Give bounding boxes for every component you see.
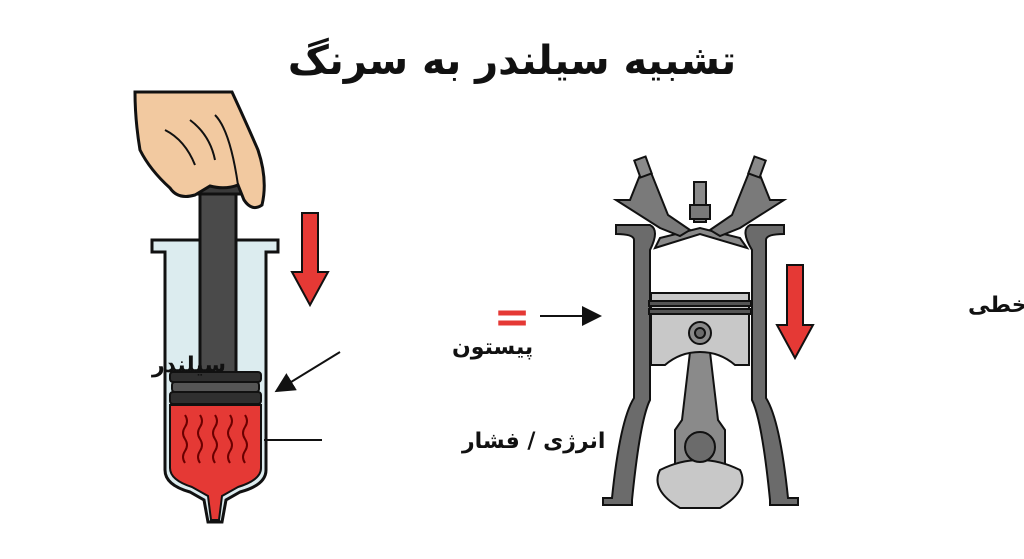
motion-arrow	[775, 264, 815, 361]
cylinder-wall-left	[602, 224, 656, 506]
linear-motion-label: حرکت خطی	[968, 293, 1024, 318]
cylinder-head	[653, 226, 750, 250]
cylinder-label: سیلندر	[151, 353, 226, 378]
title: تشبیه سیلندر به سرنگ	[288, 37, 736, 84]
syringe	[133, 90, 280, 524]
spark-plug-body	[689, 204, 711, 220]
engine-piston	[648, 292, 752, 509]
piston-ring	[648, 308, 752, 315]
energy-pressure-label: انرژی / فشار	[461, 429, 605, 454]
push-arrow	[290, 212, 330, 308]
valve-left	[612, 168, 692, 238]
hand-fingers	[164, 114, 239, 186]
crank-pin	[684, 431, 716, 463]
engine-cylinder	[602, 155, 799, 506]
valve-right-cap	[747, 155, 767, 179]
cylinder-wall-right	[744, 224, 799, 506]
piston-label: پیستون	[452, 335, 533, 360]
piston-ring	[648, 300, 752, 307]
piston-pin-center	[694, 327, 706, 339]
piston-pointer	[274, 351, 341, 393]
equals-sign: =	[494, 292, 531, 343]
plunger-head	[169, 371, 262, 405]
valve-left-cap	[633, 155, 653, 179]
valve-right	[708, 168, 788, 238]
pressure-waves	[182, 414, 248, 464]
plunger-rod	[198, 183, 238, 377]
crank-counterweight	[656, 459, 744, 509]
hand	[133, 90, 266, 210]
